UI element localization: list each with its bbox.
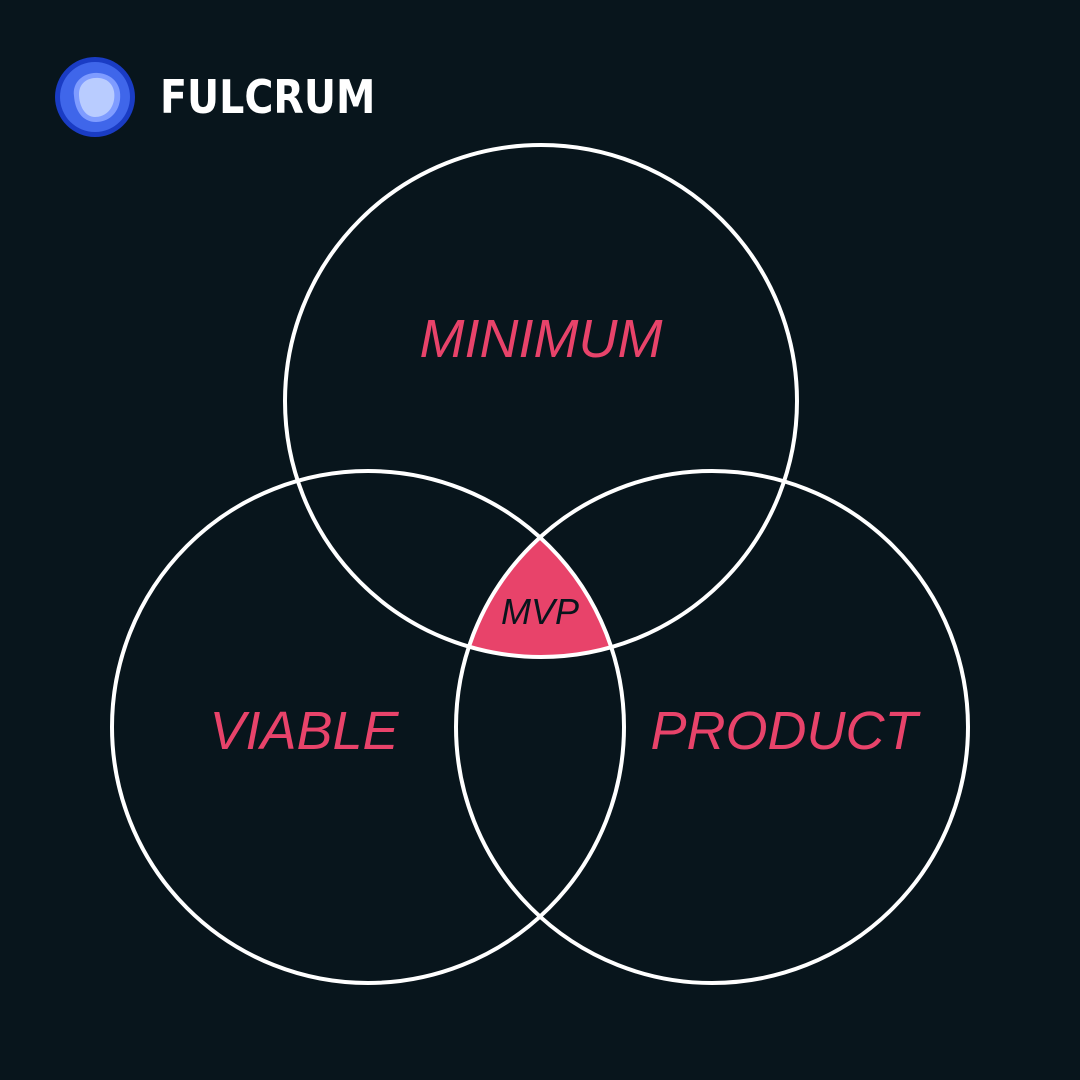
product-label: PRODUCT	[651, 701, 922, 761]
minimum-circle	[283, 143, 799, 659]
brand-name: FULCRUM	[160, 70, 376, 124]
mvp-label: MVP	[501, 591, 579, 632]
viable-label: VIABLE	[209, 701, 399, 761]
brand-header: FULCRUM	[54, 56, 410, 138]
circle-logo-icon	[55, 57, 135, 137]
mvp-intersection-region	[456, 471, 624, 657]
product-circle	[454, 469, 970, 985]
minimum-label: MINIMUM	[420, 309, 663, 369]
viable-circle	[110, 469, 626, 985]
